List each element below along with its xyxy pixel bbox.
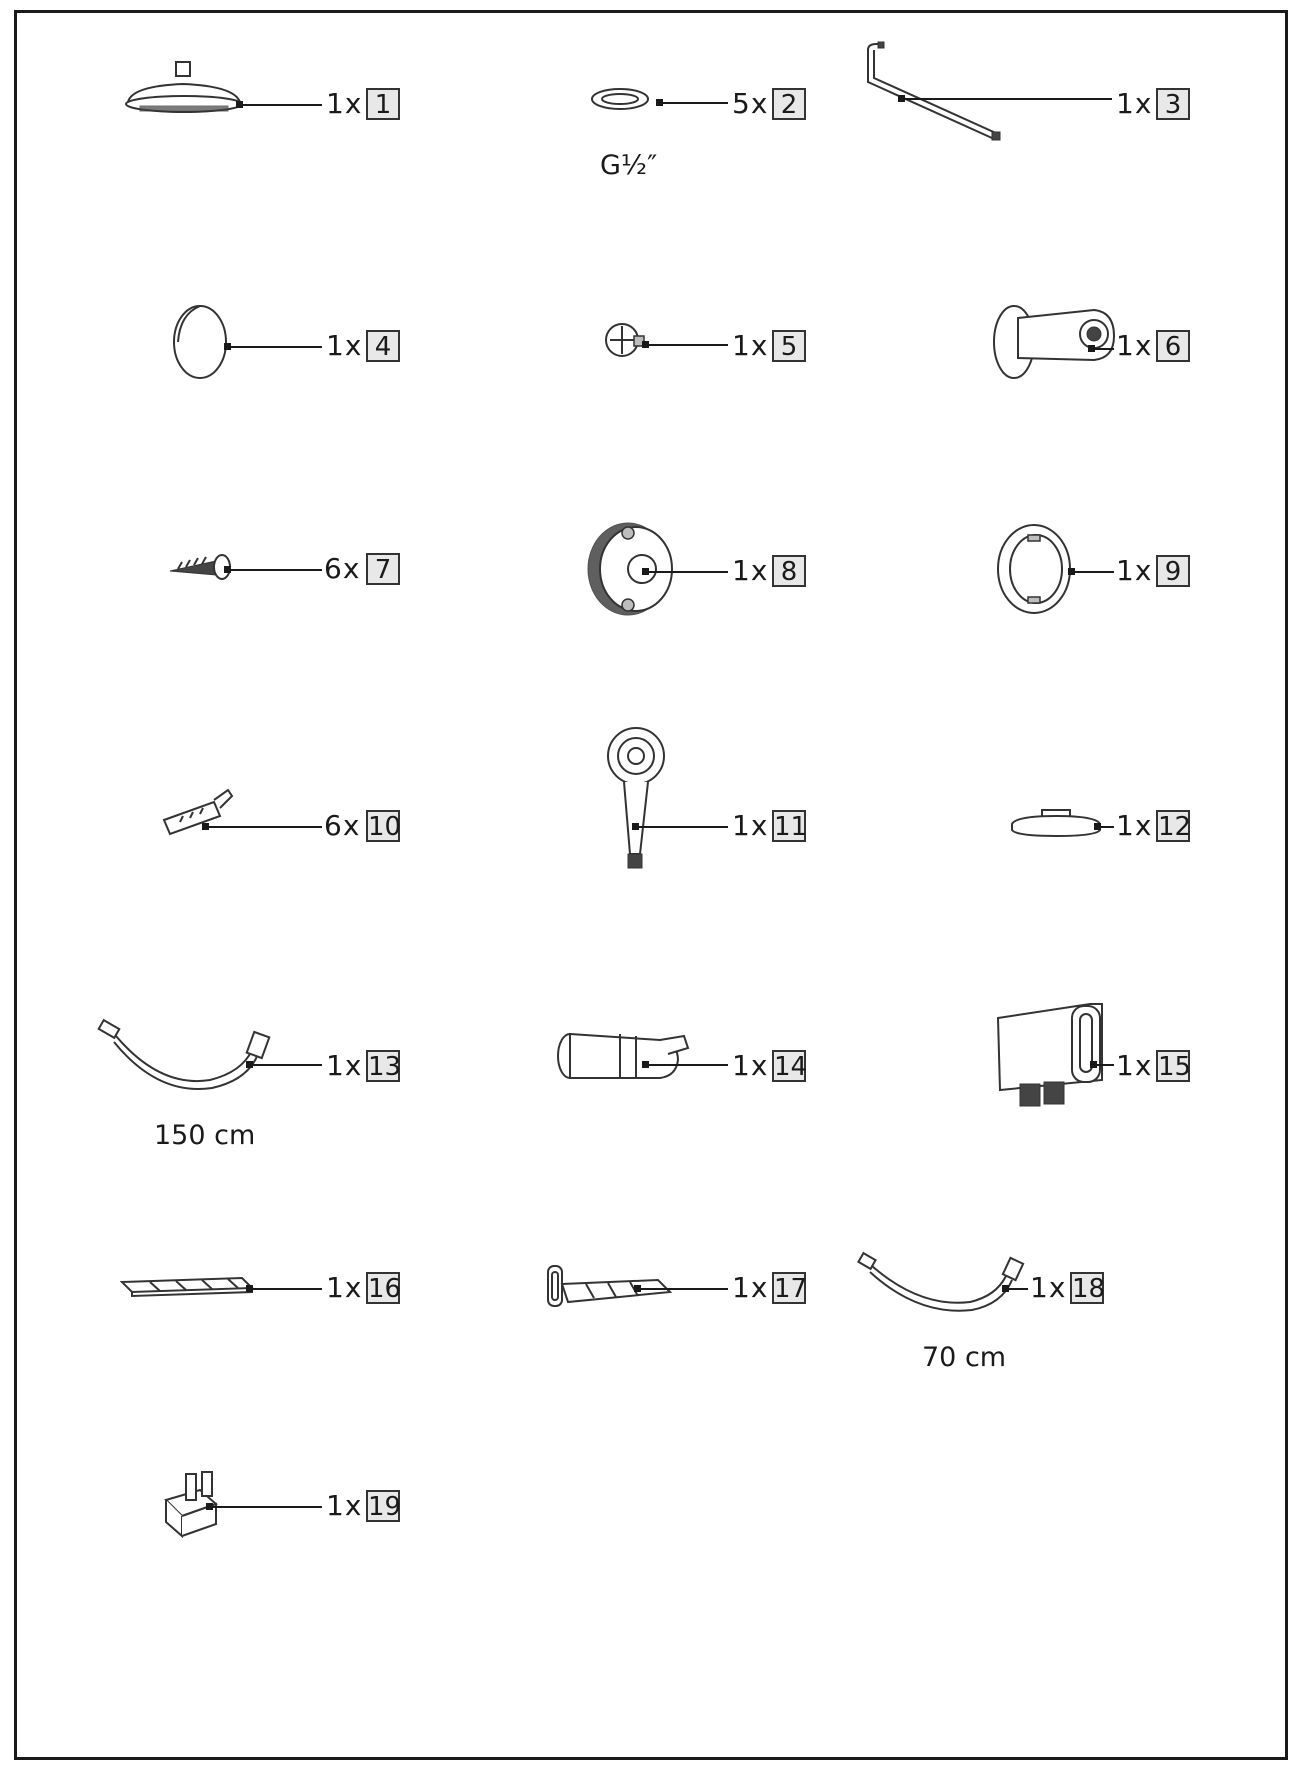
part-number: 8 xyxy=(772,555,806,587)
mounting-bracket-icon xyxy=(164,1471,218,1539)
part-number: 18 xyxy=(1070,1272,1106,1304)
part-3: 1x 3 xyxy=(860,40,1220,190)
slider-holder-icon xyxy=(557,1032,690,1079)
part-15: 1x 15 xyxy=(860,1000,1220,1150)
part-number: 11 xyxy=(772,810,808,842)
part-number: 2 xyxy=(772,88,806,120)
part-number: 4 xyxy=(366,330,400,362)
part-number: 19 xyxy=(366,1490,402,1522)
quantity-label: 1x xyxy=(732,329,769,362)
part-number: 3 xyxy=(1156,88,1190,120)
seal-ring-icon xyxy=(591,88,649,110)
part-14: 1x 14 xyxy=(470,1010,830,1160)
hose-length-note: 70 cm xyxy=(922,1342,1007,1373)
part-11: 1x 11 xyxy=(470,727,830,920)
part-16: 1x 16 xyxy=(119,1250,480,1400)
quantity-label: 1x xyxy=(1116,87,1153,120)
part-number: 12 xyxy=(1156,810,1192,842)
part-7: 6x 7 xyxy=(120,515,480,665)
part-8: 1x 8 xyxy=(470,515,830,665)
thread-size-note: G½″ xyxy=(600,150,658,181)
shelf-with-holder-icon xyxy=(547,1265,673,1307)
part-number: 14 xyxy=(772,1050,808,1082)
quantity-label: 6x xyxy=(324,809,361,842)
part-1: 1x 1 xyxy=(120,40,480,190)
quantity-label: 1x xyxy=(326,1489,363,1522)
part-18: 1x 18 70 cm xyxy=(857,1250,1220,1400)
part-number: 10 xyxy=(366,810,402,842)
part-number: 9 xyxy=(1156,555,1190,587)
quantity-label: 1x xyxy=(326,329,363,362)
shower-rod-icon xyxy=(867,41,1001,141)
quantity-label: 1x xyxy=(1116,554,1153,587)
quantity-label: 1x xyxy=(1116,809,1153,842)
hand-shower-icon xyxy=(607,727,665,869)
quantity-label: 1x xyxy=(326,1271,363,1304)
quantity-label: 1x xyxy=(1030,1271,1067,1304)
quantity-label: 1x xyxy=(732,1271,769,1304)
quantity-label: 1x xyxy=(732,1049,769,1082)
part-13: 1x 13 150 cm xyxy=(97,1010,460,1160)
part-5: 1x 5 xyxy=(470,290,830,440)
shower-hose-icon xyxy=(97,1018,271,1090)
wall-rosette-icon xyxy=(587,522,673,616)
part-number: 16 xyxy=(366,1272,402,1304)
quantity-label: 1x xyxy=(732,809,769,842)
part-number: 1 xyxy=(366,88,400,120)
part-number: 6 xyxy=(1156,330,1190,362)
page-frame xyxy=(14,10,1288,1760)
part-number: 7 xyxy=(366,553,400,585)
quantity-label: 1x xyxy=(732,554,769,587)
quantity-label: 6x xyxy=(324,552,361,585)
wall-plug-icon xyxy=(162,788,234,836)
quantity-label: 1x xyxy=(326,1049,363,1082)
screw-icon xyxy=(169,554,231,580)
connection-hose-icon xyxy=(857,1251,1025,1312)
part-17: 1x 17 xyxy=(470,1250,830,1400)
screw-cap-icon xyxy=(605,323,645,357)
mounting-ring-icon xyxy=(997,524,1071,614)
quantity-label: 5x xyxy=(732,87,769,120)
part-2: 5x 2 G½″ xyxy=(470,40,830,190)
part-number: 15 xyxy=(1156,1050,1192,1082)
quantity-label: 1x xyxy=(326,87,363,120)
part-19: 1x 19 xyxy=(120,1470,480,1620)
part-12: 1x 12 xyxy=(860,770,1220,920)
quantity-label: 1x xyxy=(1116,1049,1153,1082)
part-number: 13 xyxy=(366,1050,402,1082)
shelf-tray-icon xyxy=(119,1276,255,1298)
quantity-label: 1x xyxy=(1116,329,1153,362)
part-number: 17 xyxy=(772,1272,808,1304)
part-number: 5 xyxy=(772,330,806,362)
part-9: 1x 9 xyxy=(860,515,1220,665)
wall-holder-icon xyxy=(993,305,1116,379)
rain-shower-head-icon xyxy=(125,61,243,113)
hose-length-note: 150 cm xyxy=(154,1120,256,1151)
part-6: 1x 6 xyxy=(860,290,1220,440)
part-4: 1x 4 xyxy=(120,290,480,440)
part-10: 6x 10 xyxy=(120,770,480,920)
flange-cap-icon xyxy=(1011,809,1101,838)
cover-disc-icon xyxy=(173,305,227,379)
